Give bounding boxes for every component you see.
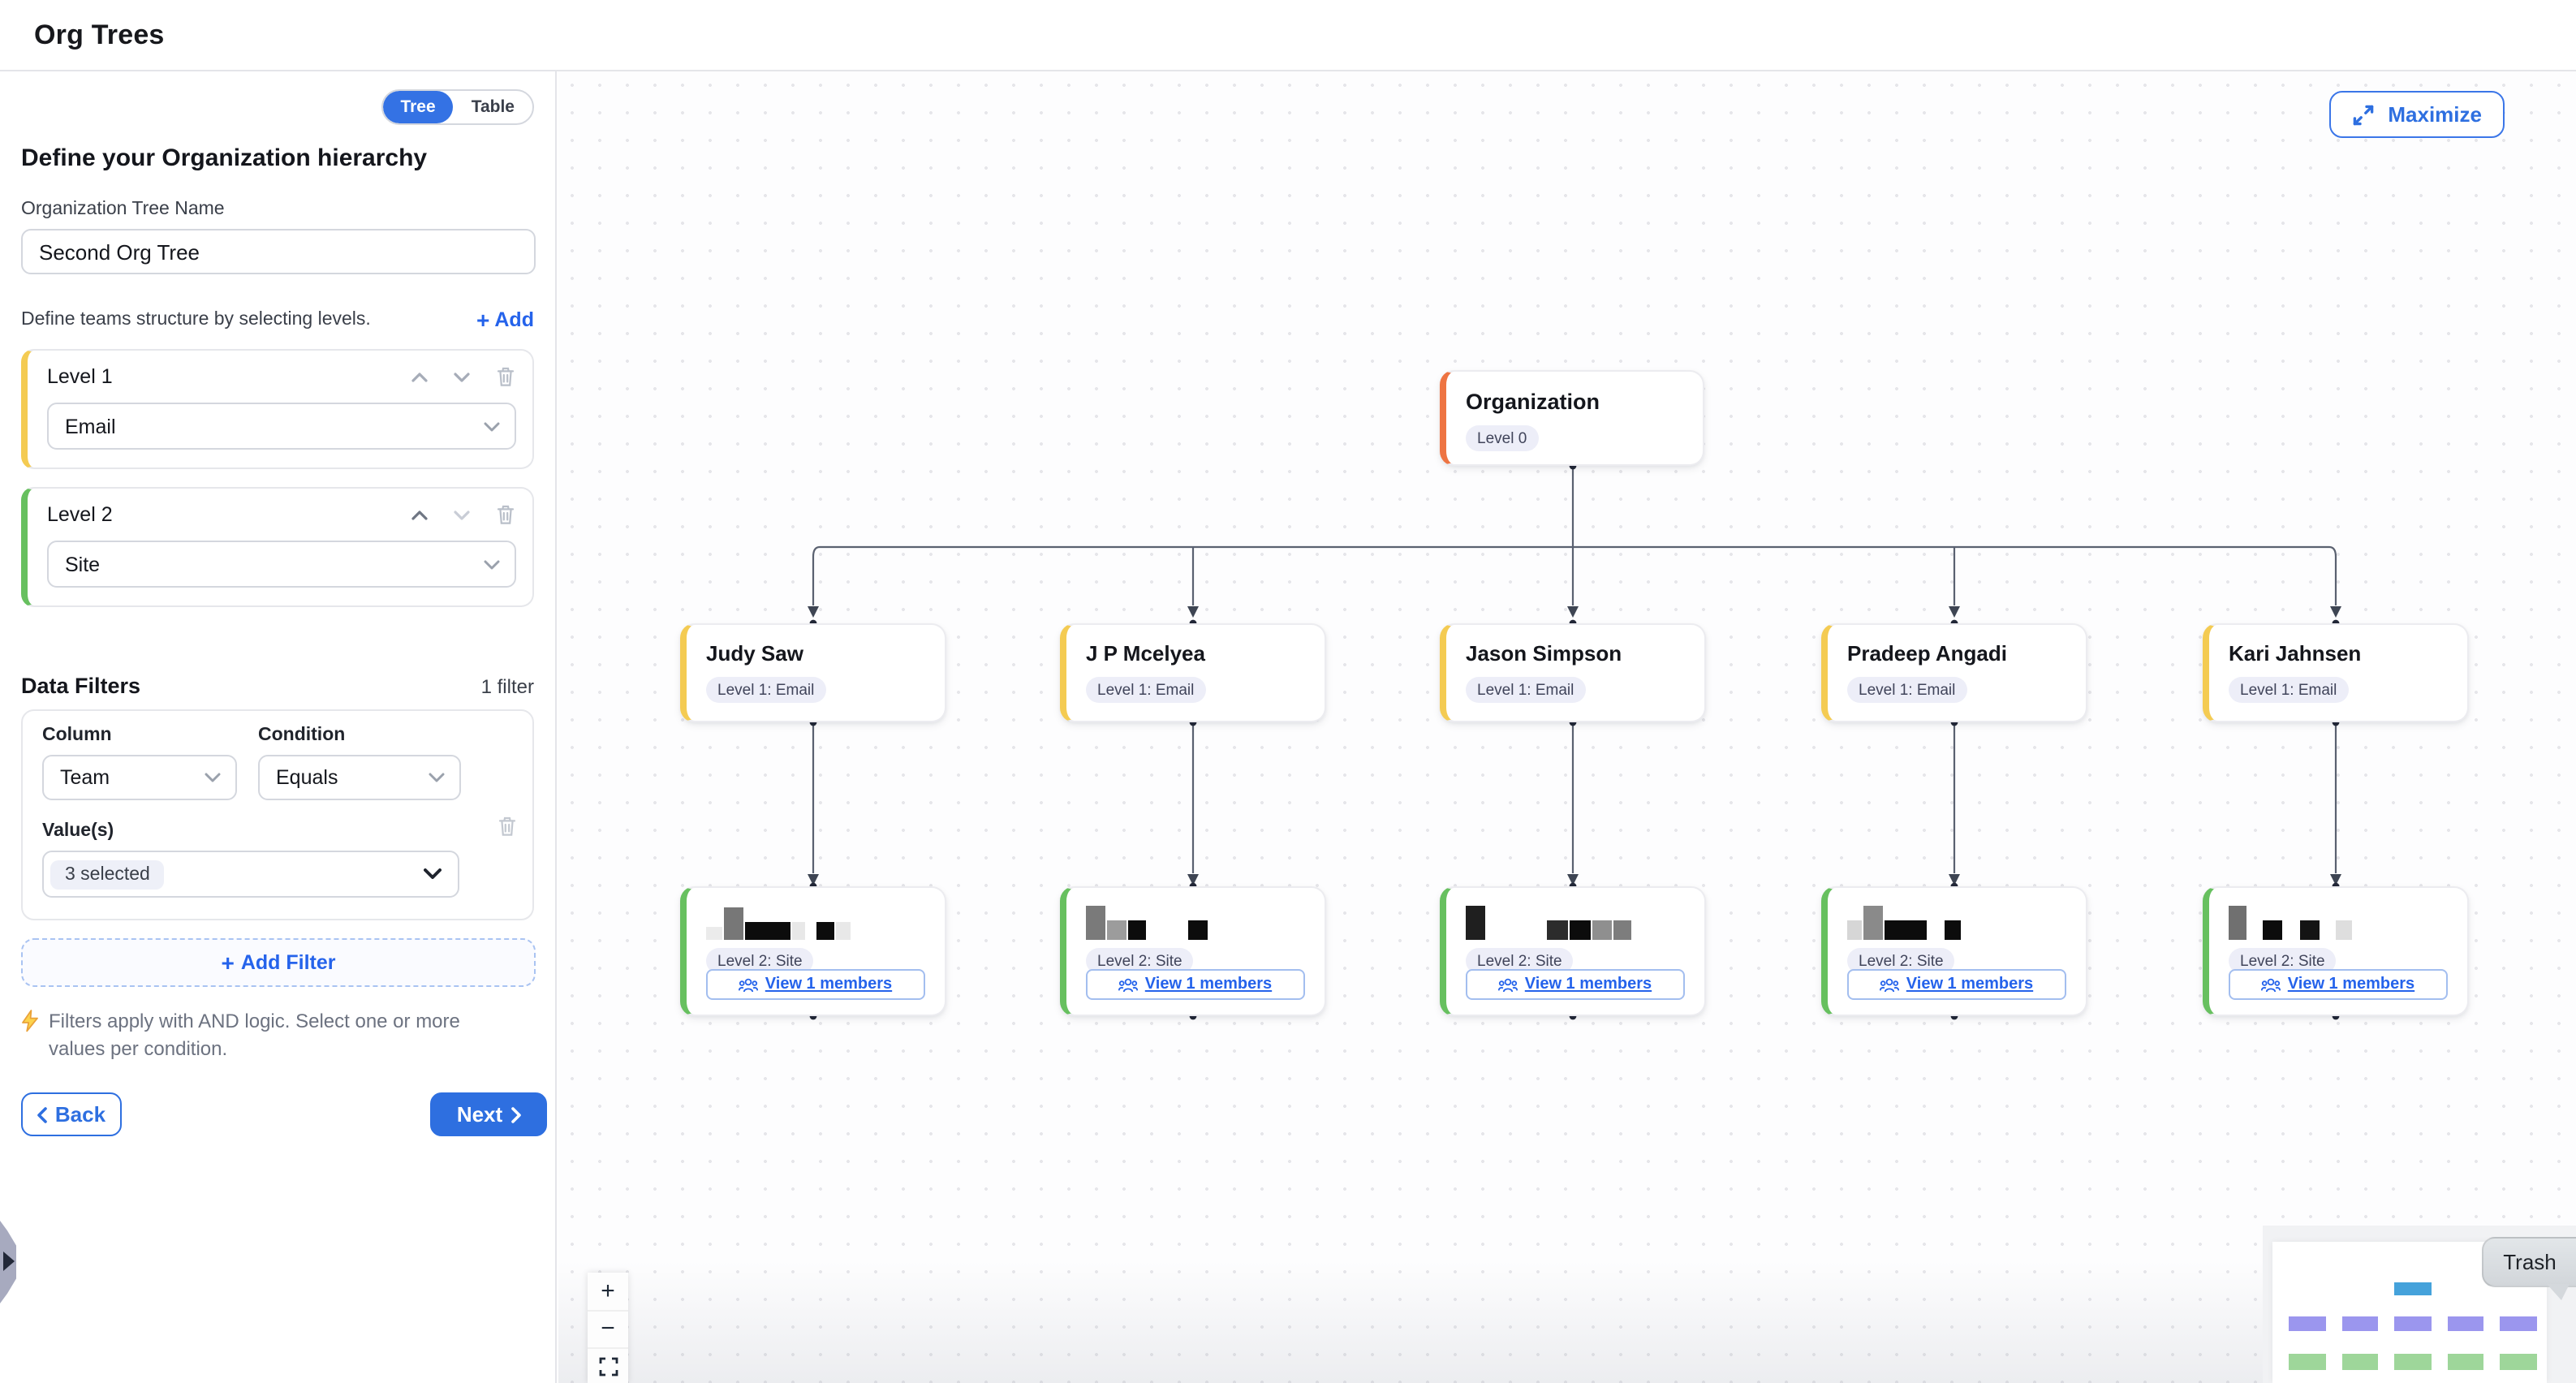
node-title: J P Mcelyea: [1086, 641, 1205, 666]
members-icon: [1498, 977, 1518, 992]
view-toggle: Tree Table: [381, 89, 534, 125]
next-button[interactable]: Next: [430, 1092, 547, 1137]
back-button[interactable]: Back: [21, 1092, 122, 1137]
plus-icon: +: [476, 307, 490, 333]
org-node-level2[interactable]: Level 2: Site View 1 members: [1821, 886, 2087, 1016]
level-card-1: Level 1 Email: [21, 349, 534, 469]
redacted-node-title: [1847, 906, 2086, 940]
level-badge: Level 1: Email: [1086, 677, 1206, 703]
level-badge: Level 1: Email: [1466, 677, 1586, 703]
move-level-up-button[interactable]: [411, 509, 429, 520]
org-node-level2[interactable]: Level 2: Site View 1 members: [1440, 886, 1706, 1016]
view-members-button[interactable]: View 1 members: [1086, 969, 1305, 1000]
filter-count: 1 filter: [480, 675, 534, 698]
view-members-button[interactable]: View 1 members: [1847, 969, 2066, 1000]
org-node-level2[interactable]: Level 2: Site View 1 members: [680, 886, 946, 1016]
node-title: Judy Saw: [706, 641, 803, 666]
toggle-tree[interactable]: Tree: [382, 91, 454, 123]
org-node-level1[interactable]: Jason Simpson Level 1: Email: [1440, 623, 1706, 722]
filters-note: Filters apply with AND logic. Select one…: [49, 1010, 460, 1061]
panel-heading: Define your Organization hierarchy: [21, 144, 428, 172]
org-node-level1[interactable]: J P Mcelyea Level 1: Email: [1060, 623, 1326, 722]
plus-icon: +: [221, 950, 235, 976]
org-node-level2[interactable]: Level 2: Site View 1 members: [1060, 886, 1326, 1016]
values-label: Value(s): [42, 821, 114, 841]
level-field-select[interactable]: Site: [47, 541, 516, 588]
members-icon: [1118, 977, 1139, 992]
node-title: Pradeep Angadi: [1847, 641, 2007, 666]
values-multiselect[interactable]: 3 selected: [42, 851, 459, 898]
data-filters-title: Data Filters: [21, 674, 141, 698]
org-node-level2[interactable]: Level 2: Site View 1 members: [2203, 886, 2469, 1016]
level-card-2: Level 2 Site: [21, 487, 534, 607]
delete-level-button[interactable]: [495, 365, 516, 388]
panel-expander-handle[interactable]: [0, 1221, 16, 1303]
add-level-button[interactable]: + Add: [476, 307, 534, 333]
chevron-right-icon: [510, 1106, 520, 1122]
zoom-in-button[interactable]: +: [588, 1273, 628, 1311]
zoom-out-button[interactable]: −: [588, 1311, 628, 1349]
tree-name-label: Organization Tree Name: [21, 200, 225, 219]
level-label: Level 2: [47, 503, 113, 526]
members-icon: [1880, 977, 1900, 992]
delete-level-button[interactable]: [495, 503, 516, 526]
delete-filter-button[interactable]: [497, 815, 518, 838]
move-level-down-button[interactable]: [453, 509, 471, 520]
condition-label: Condition: [258, 726, 346, 745]
org-node-level1[interactable]: Judy Saw Level 1: Email: [680, 623, 946, 722]
redacted-node-title: [706, 906, 945, 940]
org-node-root[interactable]: Organization Level 0: [1440, 370, 1704, 466]
view-toggle-row: Tree Table: [21, 89, 534, 125]
view-members-button[interactable]: View 1 members: [1466, 969, 1685, 1000]
condition-select[interactable]: Equals: [258, 755, 461, 800]
level-badge: Level 0: [1466, 425, 1539, 451]
lightning-icon: [22, 1010, 38, 1032]
toggle-table[interactable]: Table: [471, 97, 515, 117]
org-node-level1[interactable]: Pradeep Angadi Level 1: Email: [1821, 623, 2087, 722]
add-filter-button[interactable]: + Add Filter: [21, 938, 536, 987]
tree-name-input[interactable]: [21, 229, 536, 274]
redacted-node-title: [1086, 906, 1325, 940]
node-title: Kari Jahnsen: [2229, 641, 2362, 666]
move-level-down-button[interactable]: [453, 371, 471, 382]
expand-icon: [2354, 104, 2374, 125]
view-members-button[interactable]: View 1 members: [2229, 969, 2448, 1000]
column-label: Column: [42, 726, 112, 745]
tree-connectors: [808, 462, 2341, 1020]
redacted-node-title: [1466, 906, 1704, 940]
page-header: Org Trees: [0, 0, 2576, 71]
move-level-up-button[interactable]: [411, 371, 429, 382]
fit-view-icon: [598, 1358, 618, 1377]
org-tree-canvas[interactable]: Maximize: [558, 71, 2576, 1383]
column-select[interactable]: Team: [42, 755, 237, 800]
redacted-node-title: [2229, 906, 2467, 940]
node-title: Organization: [1466, 390, 1600, 414]
level-badge: Level 1: Email: [706, 677, 826, 703]
node-title: Jason Simpson: [1466, 641, 1622, 666]
trash-tooltip: Trash: [2482, 1237, 2576, 1300]
fit-view-button[interactable]: [588, 1349, 628, 1383]
hierarchy-panel: Tree Table Define your Organization hier…: [0, 71, 557, 1383]
level-badge: Level 1: Email: [1847, 677, 1967, 703]
chevron-left-icon: [37, 1106, 47, 1122]
org-node-level1[interactable]: Kari Jahnsen Level 1: Email: [2203, 623, 2469, 722]
members-icon: [739, 977, 759, 992]
filter-card: Column Team Condition Equals Valu: [21, 709, 534, 920]
selected-count-chip: 3 selected: [50, 860, 165, 889]
level-label: Level 1: [47, 365, 113, 388]
members-icon: [2261, 977, 2281, 992]
level-field-select[interactable]: Email: [47, 403, 516, 450]
zoom-controls: + −: [588, 1273, 628, 1383]
levels-note: Define teams structure by selecting leve…: [21, 310, 371, 330]
maximize-button[interactable]: Maximize: [2329, 91, 2505, 138]
page-title: Org Trees: [34, 19, 165, 50]
level-badge: Level 1: Email: [2229, 677, 2349, 703]
view-members-button[interactable]: View 1 members: [706, 969, 925, 1000]
